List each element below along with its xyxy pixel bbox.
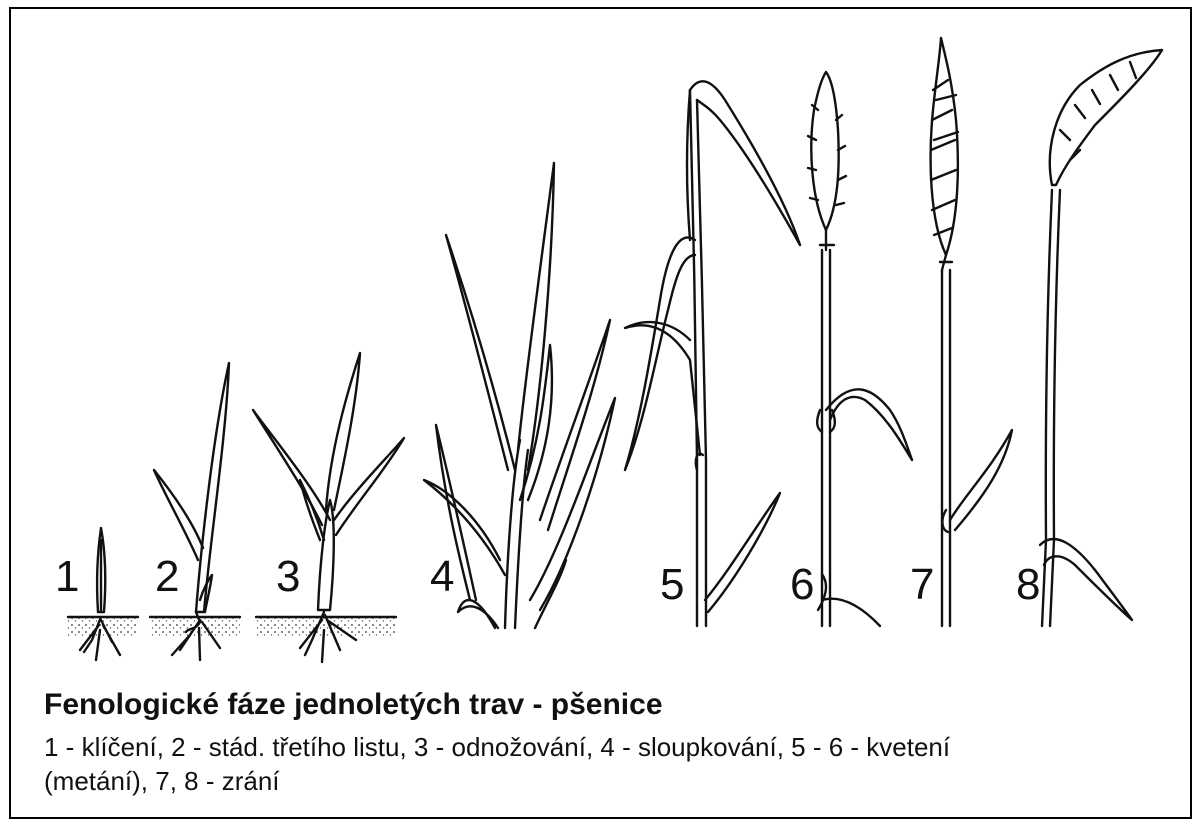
plant-stage-1 — [80, 528, 120, 660]
plant-stage-7 — [931, 38, 1012, 626]
stage-number-3: 3 — [276, 555, 300, 599]
stage-number-8: 8 — [1016, 563, 1040, 607]
plant-stage-5 — [625, 81, 800, 626]
figure-title: Fenologické fáze jednoletých trav - pšen… — [44, 688, 663, 722]
description-line-2: (metání), 7, 8 - zrání — [44, 766, 280, 796]
stage-number-7: 7 — [910, 563, 934, 607]
plant-stage-6 — [808, 72, 912, 626]
stage-number-2: 2 — [155, 555, 179, 599]
stage-number-5: 5 — [660, 563, 684, 607]
stage-number-4: 4 — [430, 555, 454, 599]
plant-stage-3 — [253, 353, 404, 662]
figure-description: 1 - klíčení, 2 - stád. třetího listu, 3 … — [44, 730, 1144, 798]
plant-stage-8 — [1040, 50, 1162, 626]
stage-number-1: 1 — [55, 555, 79, 599]
description-line-1: 1 - klíčení, 2 - stád. třetího listu, 3 … — [44, 732, 950, 762]
stage-number-6: 6 — [790, 563, 814, 607]
plant-stage-2 — [154, 363, 229, 660]
